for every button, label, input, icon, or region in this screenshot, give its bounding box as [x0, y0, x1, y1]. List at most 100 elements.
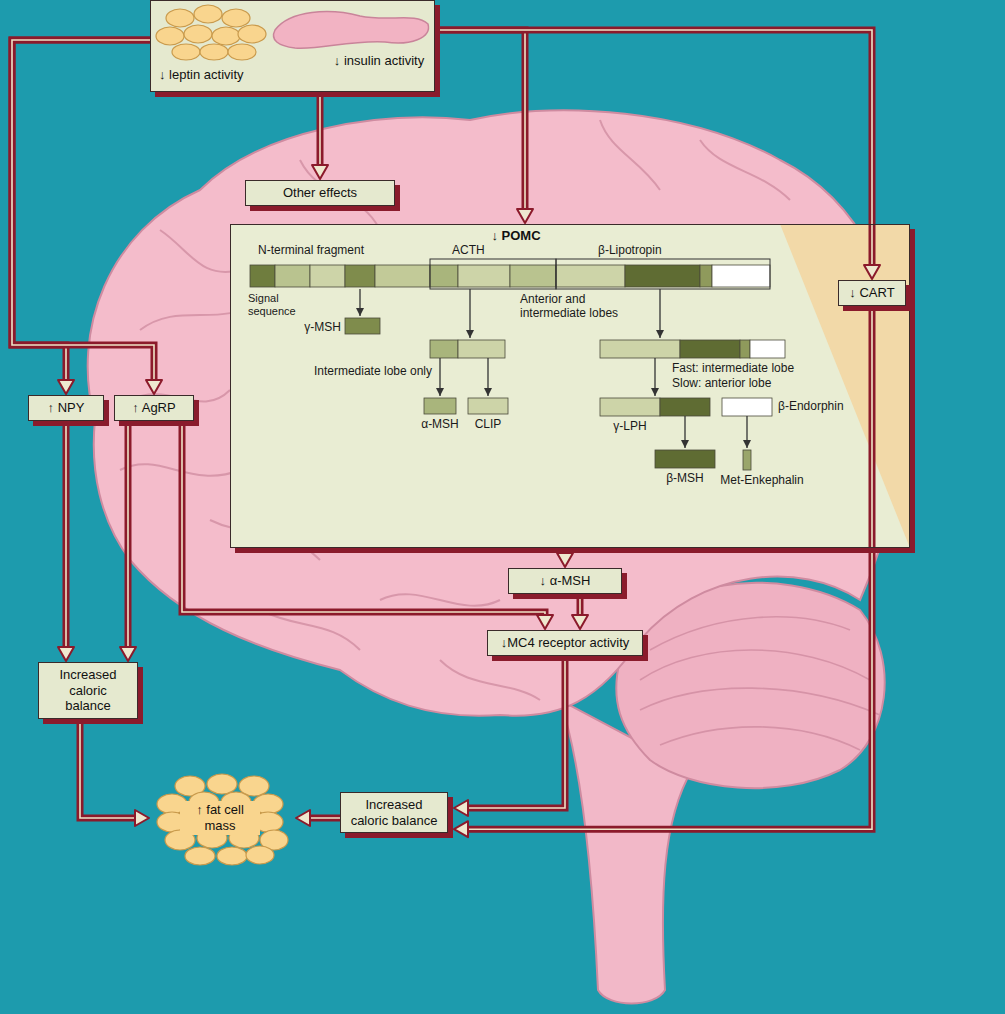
cleavage-arrow	[359, 289, 360, 316]
fat-mass-cells	[157, 774, 288, 865]
arrow-head	[135, 810, 149, 826]
cleavage-arrow	[684, 416, 685, 448]
peptide-segment	[660, 398, 710, 416]
peptide-label: Intermediate lobe only	[314, 365, 432, 379]
peptide-segment	[310, 265, 345, 287]
peptide-segment	[625, 265, 700, 287]
connector-highlight	[65, 421, 67, 650]
peptide-label: γ-LPH	[613, 420, 646, 434]
connector-line	[465, 656, 565, 808]
connector-line	[80, 719, 138, 818]
arrow-connector	[454, 306, 872, 838]
peptide-segment	[722, 398, 772, 416]
bracket	[556, 259, 770, 289]
arrow-head	[120, 647, 136, 661]
process-box: Other effects	[245, 180, 395, 206]
peptide-segment	[375, 265, 430, 287]
connector-highlight	[12, 40, 150, 383]
box-fill	[150, 0, 435, 92]
arrow-head	[454, 800, 468, 816]
peptide-segment	[712, 265, 770, 287]
cleavage-arrow	[746, 416, 747, 448]
peptide-label: N-terminal fragment	[258, 244, 364, 258]
arrow-head	[58, 380, 74, 394]
connector-highlight	[435, 30, 525, 212]
peptide-label: Met-Enkephalin	[720, 474, 803, 488]
connector-line	[435, 30, 872, 268]
connector-line	[63, 421, 70, 650]
arrow-connector	[572, 594, 588, 629]
arrow-connector	[435, 30, 880, 279]
peptide-segment	[430, 265, 458, 287]
pancreas	[274, 12, 429, 49]
peptide-segment	[700, 265, 712, 287]
peptide-segment	[430, 340, 458, 358]
arrow-connector	[120, 421, 136, 661]
arrow-connector	[435, 30, 533, 223]
arrow-connector	[312, 92, 328, 179]
connector-highlight	[12, 40, 154, 383]
peptide-label: α-MSH	[421, 418, 459, 432]
arrow-connector	[80, 719, 149, 826]
connector-highlight	[465, 656, 565, 808]
connector-highlight	[319, 92, 321, 168]
process-box: ↑ AgRP	[114, 395, 194, 421]
arrow-connector	[557, 548, 573, 567]
peptide-label: β-MSH	[666, 472, 704, 486]
connector-line	[465, 306, 872, 830]
connector-highlight	[435, 30, 872, 268]
cleavage-arrow	[659, 289, 660, 338]
cleavage-arrow	[487, 358, 488, 396]
pomc-panel: ↓ POMC	[230, 224, 910, 548]
panel-fill	[230, 224, 910, 548]
hormone-box: ↓ leptin activity ↓ insulin activity	[150, 0, 435, 92]
peptide-segment	[600, 340, 680, 358]
peptide-label: β-Endorphin	[778, 400, 844, 414]
connector-highlight	[127, 421, 129, 650]
node-text: Increased caloric balance	[347, 797, 441, 828]
node-text: ↑ NPY	[35, 400, 97, 416]
peptide-label: CLIP	[475, 418, 502, 432]
arrow-head	[312, 165, 328, 179]
cerebellum-folds	[640, 617, 880, 750]
arrow-head	[517, 209, 533, 223]
connector-line	[12, 40, 150, 383]
arrow-head	[537, 615, 553, 629]
node-text: ↓ insulin activity	[331, 53, 427, 69]
peptide-segment	[510, 265, 556, 287]
node-text: ↓ CART	[845, 285, 899, 301]
arrow-head	[296, 810, 310, 826]
connector-highlight	[465, 306, 872, 830]
peptide-segment	[345, 318, 380, 334]
node-text: ↓ α-MSH	[515, 573, 615, 589]
process-box: ↓ α-MSH	[508, 568, 622, 594]
process-box: ↓MC4 receptor activity	[487, 630, 643, 656]
arrow-head	[454, 821, 468, 837]
connector-line	[435, 30, 525, 212]
cleavage-arrow	[469, 289, 470, 338]
node-text: ↓ leptin activity	[159, 67, 299, 83]
node-text: ↑ fat cell mass	[180, 801, 260, 834]
peptide-label: Signal sequence	[248, 292, 306, 317]
peptide-segment	[345, 265, 375, 287]
peptide-label: ACTH	[452, 244, 485, 258]
peptide-segment	[458, 340, 505, 358]
peptide-segment	[600, 398, 660, 416]
connector-line	[317, 92, 324, 168]
panel-corner	[780, 224, 910, 548]
arrow-connector	[296, 810, 340, 826]
peptide-segment	[556, 265, 625, 287]
peptide-segment	[680, 340, 740, 358]
cleavage-arrow	[654, 358, 655, 396]
process-box: Increased caloric balance	[340, 792, 448, 833]
connector-line	[12, 40, 154, 383]
node-text: ↓ POMC	[466, 228, 566, 244]
connector-highlight	[307, 817, 340, 819]
peptide-label: Slow: anterior lobe	[672, 377, 771, 391]
connector-line	[125, 421, 132, 650]
node-text: ↓MC4 receptor activity	[494, 635, 636, 651]
arrow-connector	[12, 40, 162, 394]
arrow-head	[146, 380, 162, 394]
